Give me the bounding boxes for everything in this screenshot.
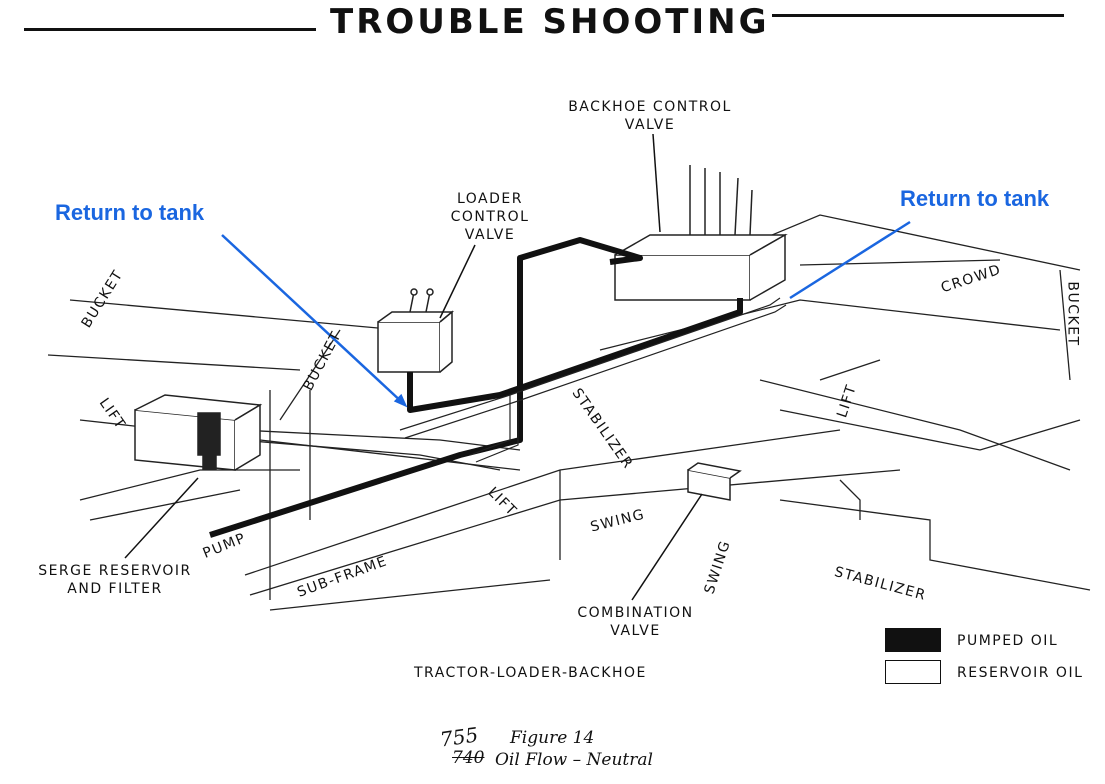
backhoe-valve-shape xyxy=(614,165,788,301)
struck-number: 740 xyxy=(452,748,485,768)
figure-number: Figure 14 xyxy=(510,728,595,748)
subframe-rail-1 xyxy=(244,429,841,576)
backhoe-boom-2 xyxy=(779,409,1081,451)
combination-valve-label: COMBINATION VALVE xyxy=(563,604,708,640)
stabilizer-leg xyxy=(779,499,1091,591)
callout-line-right xyxy=(789,220,911,300)
legend-pumped-swatch xyxy=(885,628,941,652)
reservoir-line-1: SERGE RESERVOIR xyxy=(38,563,192,579)
combination-valve-line-1: COMBINATION xyxy=(577,605,694,621)
pumped-oil-line xyxy=(209,237,743,538)
header-rule-left xyxy=(24,28,316,31)
loader-arm-lower xyxy=(47,354,301,371)
subframe-rail-3 xyxy=(269,579,551,611)
reservoir-lines xyxy=(239,429,521,451)
tractor-body-1 xyxy=(79,469,300,501)
legend-reservoir-label: RESERVOIR OIL xyxy=(957,665,1084,681)
loader-valve-line-2: CONTROL xyxy=(450,209,530,225)
combination-valve-shape xyxy=(687,462,742,501)
backhoe-control-valve-label: BACKHOE CONTROL VALVE xyxy=(555,98,745,134)
loader-valve-shape xyxy=(377,288,455,373)
loader-valve-line-3: VALVE xyxy=(464,227,516,243)
tractor-body-2 xyxy=(89,489,241,521)
loader-arm-upper xyxy=(69,299,401,331)
serge-reservoir-label: SERGE RESERVOIR AND FILTER xyxy=(30,562,200,598)
backhoe-valve-line-1: BACKHOE CONTROL xyxy=(568,99,732,115)
page-title: TROUBLE SHOOTING xyxy=(330,2,770,42)
combination-valve-leader xyxy=(631,493,703,601)
figure-subtitle: Oil Flow – Neutral xyxy=(495,750,653,770)
reservoir-leader xyxy=(124,477,199,559)
crowd-cylinder xyxy=(799,259,1001,266)
return-to-tank-callout-left: Return to tank xyxy=(55,200,205,225)
legend-pumped-label: PUMPED OIL xyxy=(957,633,1059,649)
legend-reservoir-swatch xyxy=(885,660,941,684)
reservoir-line-2 xyxy=(239,439,501,471)
callout-line-left xyxy=(221,234,406,406)
stabilizer-leg-2 xyxy=(839,479,861,520)
bucket-right-label: BUCKET xyxy=(1064,281,1081,347)
bucket-right-cyl xyxy=(1059,269,1071,381)
machine-caption: TRACTOR-LOADER-BACKHOE xyxy=(414,665,647,681)
reservoir-line-2: AND FILTER xyxy=(67,581,163,597)
backhoe-boom-1 xyxy=(759,379,1071,471)
callout-lines xyxy=(221,220,911,408)
loader-valve-line-1: LOADER xyxy=(456,191,523,207)
return-to-tank-callout-right: Return to tank xyxy=(900,186,1050,211)
loader-bucket-cyl xyxy=(279,329,341,421)
lift-right-cyl xyxy=(819,359,881,381)
backhoe-valve-line-2: VALVE xyxy=(624,117,676,133)
loader-control-valve-label: LOADER CONTROL VALVE xyxy=(440,190,540,244)
header-rule-right xyxy=(772,14,1064,17)
backhoe-frame-2 xyxy=(599,299,1061,351)
backhoe-valve-leader xyxy=(652,133,661,233)
reservoir-shape xyxy=(134,394,263,471)
loader-valve-leader xyxy=(439,244,476,319)
reservoir-oil-line xyxy=(399,297,787,463)
combination-valve-line-2: VALVE xyxy=(610,623,661,639)
